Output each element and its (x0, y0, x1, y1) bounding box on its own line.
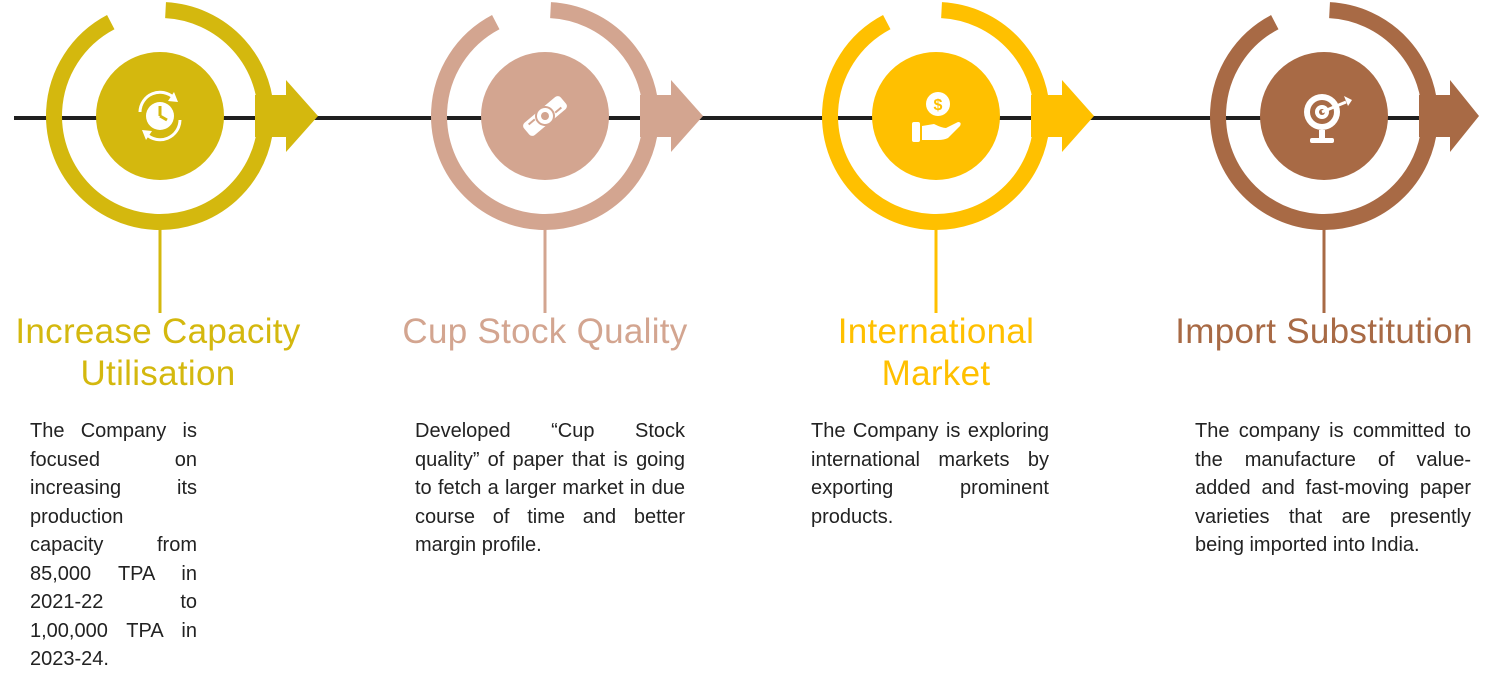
step-title: International Market (837, 312, 1035, 393)
step-description: The company is committed to the manufact… (1195, 420, 1471, 556)
hand-coin-icon: $ (912, 92, 961, 142)
svg-text:$: $ (934, 97, 943, 114)
step-description: The Company is exploring international m… (811, 420, 1049, 528)
certificate-scroll-icon (523, 96, 567, 136)
step-title: Cup Stock Quality (402, 312, 688, 351)
timeline-line (14, 116, 1474, 120)
step-cup-stock: Cup Stock Quality Developed “Cup Stock q… (395, 0, 703, 635)
step-title: Import Substitution (1175, 312, 1473, 351)
step-ring (822, 2, 1094, 313)
step-ring (1210, 2, 1479, 313)
clock-refresh-icon (138, 90, 182, 142)
step-ring (431, 2, 703, 313)
target-arrow-icon (1304, 94, 1352, 143)
step-international: $ International Market The Company is ex… (786, 0, 1094, 635)
step-import-substitution: Import Substitution The company is commi… (1174, 0, 1479, 635)
step-capacity: Increase Capacity Utilisation The Compan… (8, 0, 318, 670)
step-description: The Company is focused on increasing its… (30, 420, 197, 670)
step-ring (45, 2, 318, 313)
step-description: Developed “Cup Stock quality” of paper t… (415, 420, 685, 556)
step-title: Increase Capacity Utilisation (15, 312, 301, 393)
